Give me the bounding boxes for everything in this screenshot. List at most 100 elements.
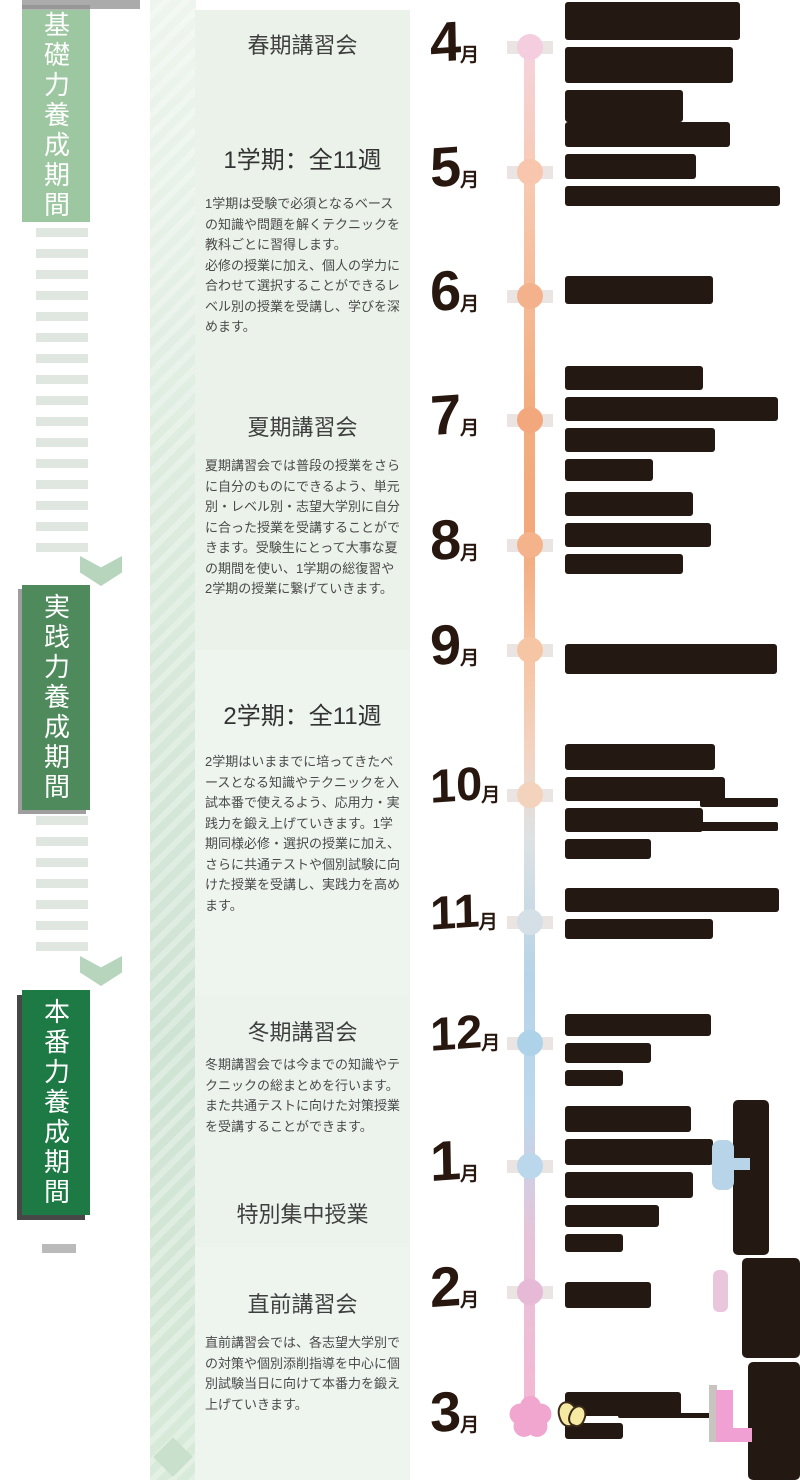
timeline-dot bbox=[517, 1279, 543, 1305]
course-box-term2: 2学期：全11週 2学期はいままでに培ってきたベースとなる知識やテクニックを入試… bbox=[195, 650, 410, 995]
pink-arrow-marker bbox=[716, 1390, 752, 1442]
timeline-month-label: 12月 bbox=[429, 1004, 524, 1061]
phase-connector bbox=[36, 816, 88, 956]
course-title-last-minute: 直前講習会 bbox=[247, 1292, 358, 1317]
month-number: 6 bbox=[429, 257, 462, 324]
event-text-block-illegible bbox=[565, 1014, 711, 1093]
timeline-month-label: 1月 bbox=[429, 1127, 524, 1194]
vertical-text-banner bbox=[748, 1362, 800, 1480]
vertical-text-banner bbox=[733, 1100, 769, 1255]
timeline-month-label: 7月 bbox=[429, 381, 524, 448]
event-text-block-illegible bbox=[565, 888, 779, 946]
event-dash-stroke bbox=[700, 798, 778, 807]
event-text-block-illegible bbox=[565, 1282, 651, 1315]
timeline-dot bbox=[517, 1030, 543, 1056]
phase-label-practice: 実践力養成期間 bbox=[22, 585, 90, 810]
month-number: 11 bbox=[429, 883, 481, 940]
gray-bar-marker bbox=[709, 1385, 717, 1442]
course-title-summer: 夏期講習会 bbox=[247, 415, 358, 440]
course-body-summer: 夏期講習会では普段の授業をさらに自分のものにできるよう、単元別・レベル別・志望大… bbox=[205, 458, 401, 596]
month-number: 5 bbox=[429, 133, 462, 200]
course-title-winter: 冬期講習会 bbox=[247, 1020, 358, 1045]
vertical-text-banner bbox=[742, 1258, 800, 1358]
course-title-special: 特別集中授業 bbox=[236, 1202, 369, 1227]
month-number: 3 bbox=[429, 1378, 462, 1445]
pink-bar-marker bbox=[713, 1270, 728, 1312]
timeline-dot bbox=[517, 283, 543, 309]
course-body-last-minute: 直前講習会では、各志望大学別での対策や個別添削指導を中心に個別試験当日に向けて本… bbox=[205, 1335, 401, 1412]
timeline-month-label: 11月 bbox=[429, 883, 524, 940]
timeline-month-label: 4月 bbox=[429, 8, 524, 75]
month-kanji: 月 bbox=[460, 1164, 480, 1185]
event-text-block-illegible bbox=[565, 2, 740, 129]
month-kanji: 月 bbox=[460, 170, 480, 191]
timeline-month-label: 5月 bbox=[429, 133, 524, 200]
month-number: 1 bbox=[429, 1127, 462, 1194]
timeline-month-label: 2月 bbox=[429, 1253, 524, 1320]
phase-connector bbox=[36, 228, 88, 554]
event-dash-stroke bbox=[618, 1413, 714, 1418]
month-kanji: 月 bbox=[460, 1415, 480, 1436]
month-number: 9 bbox=[429, 611, 462, 678]
timeline-dot bbox=[517, 159, 543, 185]
timeline-month-label: 9月 bbox=[429, 611, 524, 678]
timeline-dot bbox=[517, 34, 543, 60]
timeline-dot bbox=[517, 407, 543, 433]
timeline-dot bbox=[517, 637, 543, 663]
timeline-dot bbox=[517, 909, 543, 935]
month-kanji: 月 bbox=[478, 912, 498, 933]
course-subtitle-term1: 1学期：全11週 bbox=[223, 147, 382, 174]
month-kanji: 月 bbox=[460, 648, 480, 669]
chevron-down-icon bbox=[80, 556, 122, 586]
course-body-term2: 2学期はいままでに培ってきたベースとなる知識やテクニックを入試本番で使えるよう、… bbox=[205, 754, 401, 913]
month-number: 8 bbox=[429, 506, 462, 573]
phase-label-foundation: 基礎力養成期間 bbox=[22, 10, 90, 222]
phase-label-text: 本番力養成期間 bbox=[40, 997, 71, 1208]
phase-label-performance: 本番力養成期間 bbox=[22, 990, 90, 1215]
phase-label-text: 基礎力養成期間 bbox=[40, 11, 71, 221]
course-body-term1: 1学期は受験で必須となるベースの知識や問題を解くテクニックを教科ごとに習得します… bbox=[205, 196, 401, 334]
timeline-month-label: 3月 bbox=[429, 1378, 524, 1445]
month-number: 4 bbox=[429, 8, 462, 75]
chevron-down-icon bbox=[80, 956, 122, 986]
course-box-spring-term1: 春期講習会 1学期：全11週 1学期は受験で必須となるベースの知識や問題を解くテ… bbox=[195, 10, 410, 650]
event-text-block-illegible bbox=[565, 366, 778, 488]
month-kanji: 月 bbox=[460, 543, 480, 564]
phase-label-text: 実践力養成期間 bbox=[40, 592, 71, 803]
event-text-block-illegible bbox=[565, 492, 711, 581]
course-box-last-minute: 直前講習会 直前講習会では、各志望大学別での対策や個別添削指導を中心に個別試験当… bbox=[195, 1247, 410, 1480]
course-body-winter: 冬期講習会では今までの知識やテクニックの総まとめを行います。また共通テストに向け… bbox=[205, 1057, 401, 1134]
timeline-month-label: 10月 bbox=[429, 756, 524, 813]
event-text-block-illegible bbox=[565, 122, 780, 213]
month-number: 10 bbox=[429, 756, 483, 813]
timeline-dot bbox=[517, 782, 543, 808]
blue-bracket-marker bbox=[712, 1140, 750, 1190]
connector-gray-dash bbox=[42, 1244, 76, 1253]
month-number: 2 bbox=[429, 1253, 462, 1320]
event-text-block-illegible bbox=[565, 1106, 713, 1259]
timeline-dot bbox=[517, 532, 543, 558]
month-kanji: 月 bbox=[460, 45, 480, 66]
timeline-month-label: 8月 bbox=[429, 506, 524, 573]
course-box-winter-special: 冬期講習会 冬期講習会では今までの知識やテクニックの総まとめを行います。また共通… bbox=[195, 995, 410, 1247]
event-dash-stroke bbox=[694, 822, 778, 831]
timeline-line bbox=[524, 40, 535, 1417]
top-gray-bar bbox=[22, 0, 140, 9]
pink-arrow-foot bbox=[716, 1428, 752, 1442]
course-subtitle-term2: 2学期：全11週 bbox=[223, 703, 382, 730]
month-number: 12 bbox=[429, 1004, 483, 1061]
flower-center bbox=[520, 1407, 541, 1428]
month-kanji: 月 bbox=[460, 1290, 480, 1311]
month-number: 7 bbox=[429, 381, 462, 448]
timeline-dot bbox=[517, 1153, 543, 1179]
month-kanji: 月 bbox=[481, 785, 501, 806]
month-kanji: 月 bbox=[481, 1033, 501, 1054]
event-text-block-illegible bbox=[565, 644, 777, 681]
phase-path-strip bbox=[150, 0, 196, 1480]
month-kanji: 月 bbox=[460, 418, 480, 439]
course-title-spring: 春期講習会 bbox=[247, 33, 358, 58]
event-text-block-illegible bbox=[565, 744, 725, 866]
month-kanji: 月 bbox=[460, 294, 480, 315]
timeline-month-label: 6月 bbox=[429, 257, 524, 324]
